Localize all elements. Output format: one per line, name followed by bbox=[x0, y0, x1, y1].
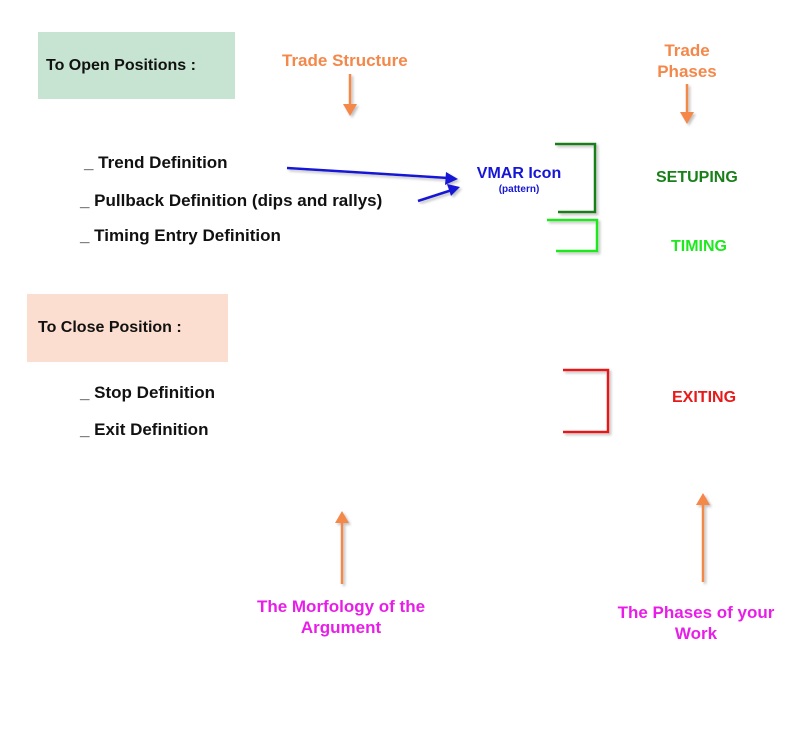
open-item-timing-entry: _ Timing Entry Definition bbox=[80, 226, 281, 245]
open-item-trend: _ Trend Definition bbox=[84, 153, 228, 172]
phase-setuping: SETUPING bbox=[656, 169, 738, 186]
open-positions-box: To Open Positions : bbox=[38, 32, 235, 99]
trade-phases-line1: Trade bbox=[664, 41, 710, 60]
open-positions-label: To Open Positions : bbox=[46, 56, 196, 74]
vmar-subtitle: (pattern) bbox=[498, 184, 540, 195]
phase-exiting: EXITING bbox=[672, 389, 737, 406]
phase-timing: TIMING bbox=[671, 238, 727, 255]
vmar-title: VMAR Icon bbox=[476, 165, 562, 182]
arrow-up-icon bbox=[335, 511, 349, 584]
morfology-line1: The Morfology of the bbox=[256, 597, 426, 616]
trade-phases-label: Trade Phases bbox=[646, 40, 728, 82]
arrow-right-icon bbox=[417, 184, 460, 203]
arrow-down-icon bbox=[680, 84, 694, 124]
arrow-down-icon bbox=[343, 74, 357, 116]
close-position-label: To Close Position : bbox=[38, 319, 182, 336]
phases-work-line2: Work bbox=[674, 624, 718, 643]
arrow-up-icon bbox=[696, 493, 710, 582]
morfology-label: The Morfology of the Argument bbox=[226, 596, 456, 638]
bracket-icon bbox=[563, 368, 610, 434]
phases-work-label: The Phases of your Work bbox=[596, 602, 789, 644]
trade-phases-line2: Phases bbox=[657, 62, 717, 81]
close-position-box: To Close Position : bbox=[27, 294, 228, 362]
vmar-icon-label: VMAR Icon (pattern) bbox=[466, 165, 572, 195]
bracket-icon bbox=[547, 218, 599, 253]
morfology-line2: Argument bbox=[300, 618, 382, 637]
arrow-right-icon bbox=[286, 166, 458, 185]
trade-structure-label: Trade Structure bbox=[282, 51, 408, 70]
open-item-pullback: _ Pullback Definition (dips and rallys) bbox=[80, 191, 383, 210]
close-item-stop: _ Stop Definition bbox=[80, 383, 216, 402]
bracket-icon bbox=[555, 142, 597, 214]
phases-work-line1: The Phases of your bbox=[617, 603, 775, 622]
close-item-exit: _ Exit Definition bbox=[80, 420, 209, 439]
